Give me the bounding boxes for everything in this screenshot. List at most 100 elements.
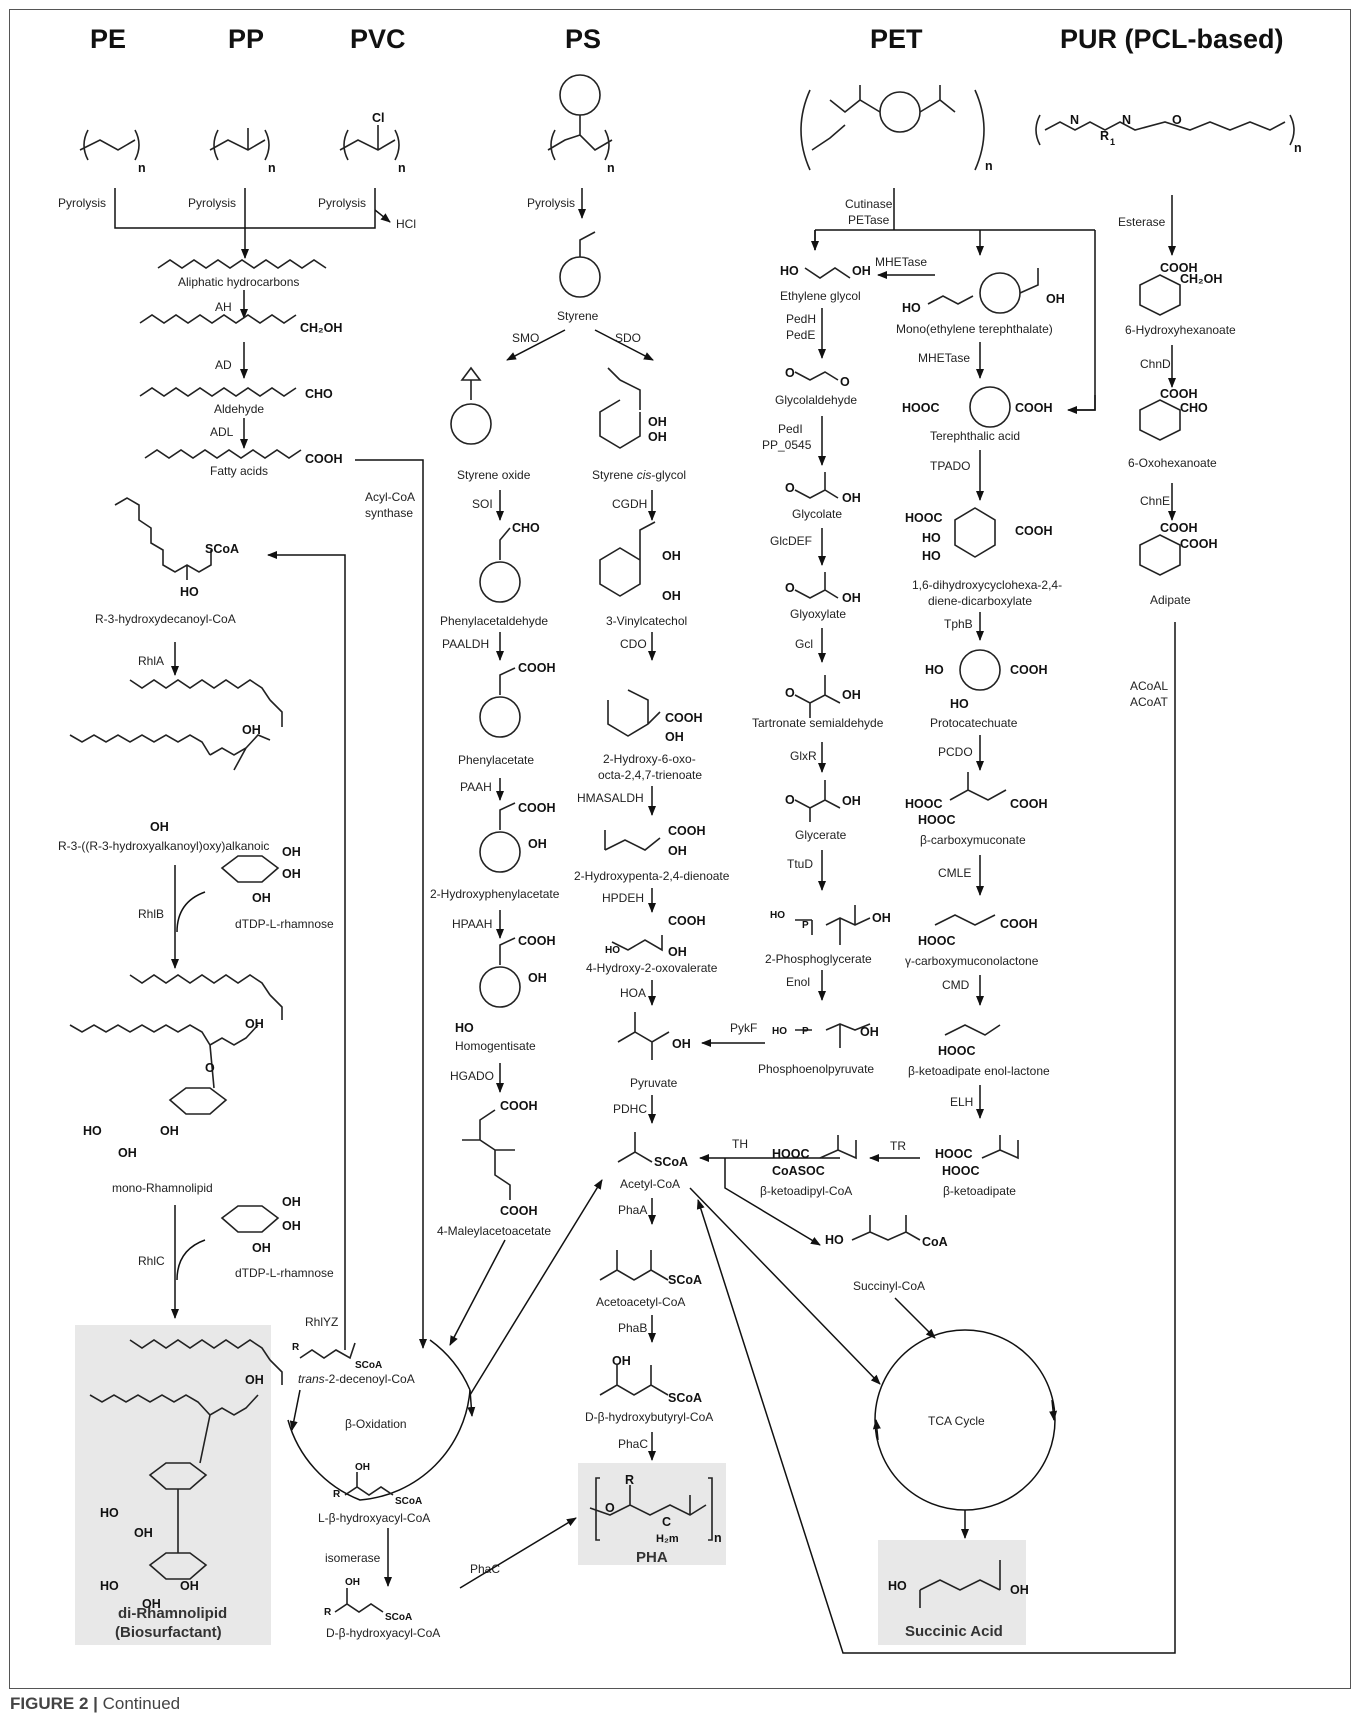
enzyme-cgdh: CGDH: [612, 497, 647, 511]
enzyme-enol: Enol: [786, 975, 810, 989]
enzyme-tpado: TPADO: [930, 459, 970, 473]
dtdp-rhamnose-2: OH OH OH: [220, 1195, 301, 1255]
o-tart: O: [785, 686, 795, 700]
glycolate-label: Glycolate: [792, 507, 842, 521]
dcd-label-2: diene-dicarboxylate: [928, 594, 1032, 608]
styrene-glycol-structure: [599, 367, 641, 449]
pur-monomer: N R 1 N O n: [1035, 113, 1302, 155]
isomerase-label: isomerase: [325, 1551, 381, 1565]
pyrolysis-label-ps: Pyrolysis: [527, 196, 575, 210]
oh6-label: 6-Oxohexanoate: [1128, 456, 1217, 470]
enzyme-hpaah: HPAAH: [452, 917, 492, 931]
oh-label-di2: OH: [134, 1526, 153, 1540]
pp-monomer: n: [209, 128, 276, 175]
ho-label-di2: HO: [100, 1579, 119, 1593]
svg-text:OH: OH: [252, 1241, 271, 1255]
cooh-pca: COOH: [1010, 663, 1048, 677]
ta-structure: [969, 386, 1011, 428]
enzyme-tphb: TphB: [944, 617, 973, 631]
di-rhamnolipid-title-2: (Biosurfactant): [115, 1624, 222, 1641]
arrow-to-ta: [1067, 395, 1096, 414]
cooh-maa-1: COOH: [500, 1099, 538, 1113]
enzyme-pdhc: PDHC: [613, 1102, 647, 1116]
cooh-hpd: COOH: [668, 824, 706, 838]
subscript-n: n: [607, 161, 615, 175]
p-pg: P: [802, 920, 809, 931]
dbh-label: D-β-hydroxyacyl-CoA: [326, 1626, 440, 1640]
oh-tart: OH: [842, 688, 861, 702]
succinic-title: Succinic Acid: [905, 1623, 1003, 1640]
di-rhamnolipid-title-1: di-Rhamnolipid: [118, 1605, 227, 1622]
beta-oxidation-arrow-2: [289, 1389, 301, 1431]
adipate-label: Adipate: [1150, 593, 1191, 607]
oh-label-mono3: OH: [118, 1146, 137, 1160]
scoa-acetyl: SCoA: [654, 1155, 688, 1169]
enzyme-adl: ADL: [210, 425, 234, 439]
enzyme-cmd: CMD: [942, 978, 970, 992]
rhlyz-label: RhlYZ: [305, 1315, 338, 1329]
figure-caption: FIGURE 2 | Continued: [10, 1694, 180, 1714]
enzyme-smo: SMO: [512, 331, 539, 345]
ps-monomer: n: [547, 74, 615, 175]
glycerate-label: Glycerate: [795, 828, 847, 842]
mhet-structure: [927, 268, 1039, 314]
dtdp-rhamnose-1: OH OH OH: [220, 845, 301, 905]
enzyme-rhlb: RhlB: [138, 907, 164, 921]
r3hd-label: R-3-hydroxydecanoyl-CoA: [95, 612, 236, 626]
r3hd-structure: [114, 497, 212, 580]
gcml-structure: [934, 914, 996, 926]
bkael-structure: [944, 1024, 1001, 1036]
fatty-acid-chain: [144, 449, 302, 459]
cooh-maa-2: COOH: [500, 1204, 538, 1218]
eg-structure: [804, 267, 851, 279]
enzyme-pedh: PedH: [786, 312, 816, 326]
tca-label: TCA Cycle: [928, 1414, 985, 1428]
hooc-bkacoa: HOOC: [772, 1147, 810, 1161]
aliphatic-chain: [157, 259, 327, 269]
bkael-label: β-ketoadipate enol-lactone: [908, 1064, 1050, 1078]
homogentisate-structure: [479, 937, 521, 1008]
header-pe: PE: [90, 24, 126, 54]
oh-label-di4: OH: [142, 1597, 161, 1611]
pvc-monomer: Cl n: [339, 111, 406, 175]
hov-structure: [611, 935, 663, 952]
oh-mhet: OH: [1046, 292, 1065, 306]
vinylcatechol-label: 3-Vinylcatechol: [606, 614, 687, 628]
hoot-structure: [607, 689, 661, 737]
oh-dbh: OH: [345, 1577, 360, 1588]
hoot-label-2: octa-2,4,7-trienoate: [598, 768, 702, 782]
scoa-trans: SCoA: [355, 1360, 382, 1371]
glycolaldehyde-structure: [794, 371, 839, 381]
protocatechuate-label: Protocatechuate: [930, 716, 1018, 730]
subscript-n: n: [1294, 141, 1302, 155]
arrow-rhlc-cosub: [176, 1239, 206, 1281]
subscript-n: n: [268, 161, 276, 175]
bkacoa-structure: [819, 1135, 857, 1160]
beta-oxidation-label: β-Oxidation: [345, 1417, 407, 1431]
pg-structure: [795, 905, 871, 945]
caption-figure-number: FIGURE 2 |: [10, 1694, 98, 1713]
acetyl-coa-structure: [617, 1132, 653, 1163]
phenylacetaldehyde-label: Phenylacetaldehyde: [440, 614, 548, 628]
enzyme-glxr: GlxR: [790, 749, 817, 763]
succinyl-structure: [851, 1215, 921, 1241]
maa-structure: [462, 1109, 515, 1200]
arrow-smo: [506, 329, 566, 361]
mhet-label: Mono(ethylene terephthalate): [896, 322, 1053, 336]
nitrogen-2: N: [1122, 113, 1131, 127]
pet-monomer: n: [800, 85, 993, 173]
bcm-label: β-carboxymuconate: [920, 833, 1026, 847]
enzyme-ttud: TtuD: [787, 857, 813, 871]
header-pp: PP: [228, 24, 264, 54]
mono-rhamnolipid-structure: [69, 974, 283, 1115]
dtdp-label-2: dTDP-L-rhamnose: [235, 1266, 334, 1280]
enzyme-mhetase-1: MHETase: [875, 255, 927, 269]
scoa-label: SCoA: [205, 542, 239, 556]
c-pha: C: [662, 1515, 671, 1529]
enzyme-soi: SOI: [472, 497, 493, 511]
mono-label: mono-Rhamnolipid: [112, 1181, 213, 1195]
enzyme-chnd: ChnD: [1140, 357, 1171, 371]
ho-pca-2: HO: [950, 697, 969, 711]
cooh-adipate-1: COOH: [1160, 521, 1198, 535]
o-pha: O: [605, 1501, 615, 1515]
